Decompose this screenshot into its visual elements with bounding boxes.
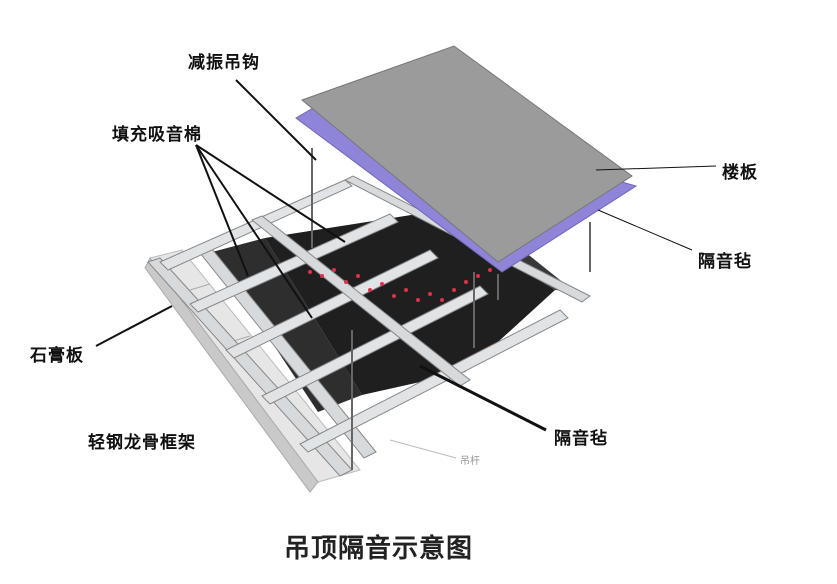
clip-dot (464, 280, 468, 284)
clip-dot (308, 270, 312, 274)
clip-dot (452, 288, 456, 292)
steel-keel-frame (147, 175, 591, 477)
clip-dot (404, 288, 408, 292)
clip-dot (416, 298, 420, 302)
clip-dot (380, 282, 384, 286)
floor-slab (301, 45, 633, 263)
clip-dot (356, 274, 360, 278)
label-felt-top: 隔音毡 (698, 252, 752, 272)
shock-hanger-clips (308, 268, 492, 302)
leader-lines (95, 79, 717, 459)
clip-dot (488, 268, 492, 272)
clip-dot (368, 288, 372, 292)
clip-dot (428, 292, 432, 296)
clip-dot (320, 274, 324, 278)
clip-dot (332, 268, 336, 272)
label-felt-bottom: 隔音毡 (554, 429, 608, 449)
clip-dot (392, 294, 396, 298)
label-steel-keel: 轻钢龙骨框架 (88, 433, 196, 453)
label-hanger-rod: 吊杆 (460, 456, 480, 467)
label-floor-slab: 楼板 (722, 163, 758, 183)
label-gypsum-board: 石膏板 (30, 346, 84, 366)
clip-dot (344, 280, 348, 284)
diagram-caption: 吊顶隔音示意图 (284, 534, 474, 564)
clip-dot (476, 274, 480, 278)
hanger-rods (311, 148, 591, 470)
label-shock-hanger: 减振吊钩 (188, 53, 260, 73)
label-fill-wool: 填充吸音棉 (112, 125, 202, 145)
clip-dot (440, 298, 444, 302)
